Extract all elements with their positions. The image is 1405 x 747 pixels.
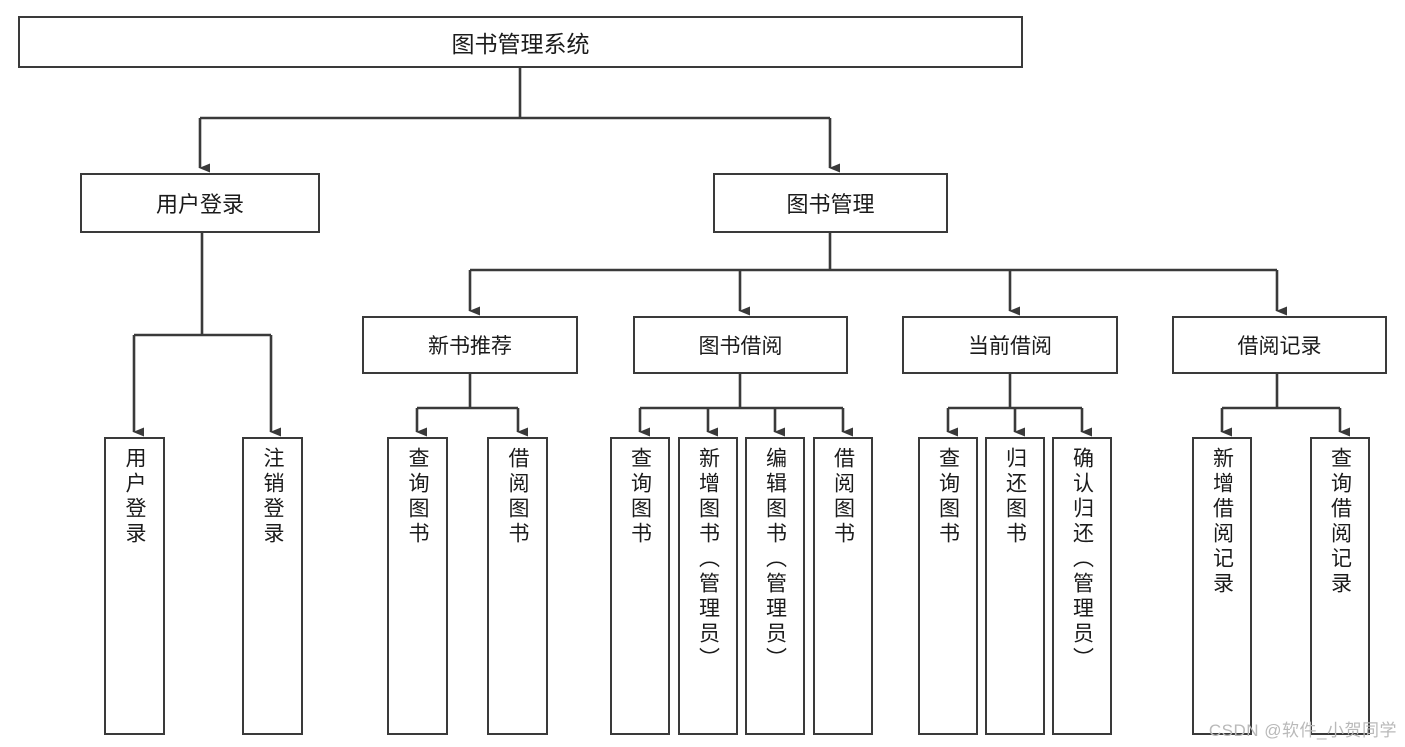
node-leaf-query-book-3-label: 查询图书: [936, 447, 960, 547]
node-leaf-query-record-label: 查询借阅记录: [1328, 447, 1352, 597]
node-current-borrow[interactable]: 当前借阅: [902, 316, 1118, 374]
node-leaf-return-book-label: 归还图书: [1003, 447, 1027, 547]
node-leaf-confirm-return[interactable]: 确认归还（管理员）: [1052, 437, 1112, 735]
watermark: CSDN @软件_小贺同学: [1208, 721, 1397, 740]
node-leaf-add-book[interactable]: 新增图书（管理员）: [678, 437, 738, 735]
node-user-login-label: 用户登录: [155, 192, 244, 217]
node-leaf-query-book-1[interactable]: 查询图书: [387, 437, 448, 735]
node-leaf-edit-book[interactable]: 编辑图书（管理员）: [745, 437, 805, 735]
node-new-book-recommend-label: 新书推荐: [428, 335, 512, 358]
node-root-label: 图书管理系统: [451, 31, 590, 57]
node-leaf-edit-book-label: 编辑图书（管理员）: [763, 447, 787, 672]
node-leaf-query-book-2-label: 查询图书: [628, 447, 652, 547]
node-leaf-return-book[interactable]: 归还图书: [985, 437, 1045, 735]
node-leaf-query-book-3[interactable]: 查询图书: [918, 437, 978, 735]
node-root[interactable]: 图书管理系统: [18, 16, 1023, 68]
node-borrow-record-label: 借阅记录: [1237, 335, 1322, 358]
node-leaf-logout-label: 注销登录: [261, 447, 284, 547]
node-leaf-query-book-2[interactable]: 查询图书: [610, 437, 670, 735]
node-leaf-borrow-book-1-label: 借阅图书: [506, 447, 529, 547]
node-leaf-add-record[interactable]: 新增借阅记录: [1192, 437, 1252, 735]
node-leaf-confirm-return-label: 确认归还（管理员）: [1070, 447, 1094, 672]
node-leaf-borrow-book-1[interactable]: 借阅图书: [487, 437, 548, 735]
node-leaf-query-book-1-label: 查询图书: [406, 447, 429, 547]
node-book-borrow-label: 图书借阅: [698, 335, 783, 358]
node-borrow-record[interactable]: 借阅记录: [1172, 316, 1387, 374]
node-leaf-user-login[interactable]: 用户登录: [104, 437, 165, 735]
node-leaf-query-record[interactable]: 查询借阅记录: [1310, 437, 1370, 735]
node-leaf-borrow-book-2[interactable]: 借阅图书: [813, 437, 873, 735]
node-leaf-borrow-book-2-label: 借阅图书: [831, 447, 855, 547]
node-current-borrow-label: 当前借阅: [968, 335, 1052, 358]
node-new-book-recommend[interactable]: 新书推荐: [362, 316, 578, 374]
node-book-borrow[interactable]: 图书借阅: [633, 316, 848, 374]
node-leaf-add-book-label: 新增图书（管理员）: [696, 447, 720, 672]
node-leaf-logout[interactable]: 注销登录: [242, 437, 303, 735]
node-leaf-add-record-label: 新增借阅记录: [1210, 447, 1234, 597]
node-leaf-user-login-label: 用户登录: [123, 447, 146, 547]
node-user-login[interactable]: 用户登录: [80, 173, 320, 233]
node-book-manage-label: 图书管理: [786, 192, 875, 217]
node-book-manage[interactable]: 图书管理: [713, 173, 948, 233]
